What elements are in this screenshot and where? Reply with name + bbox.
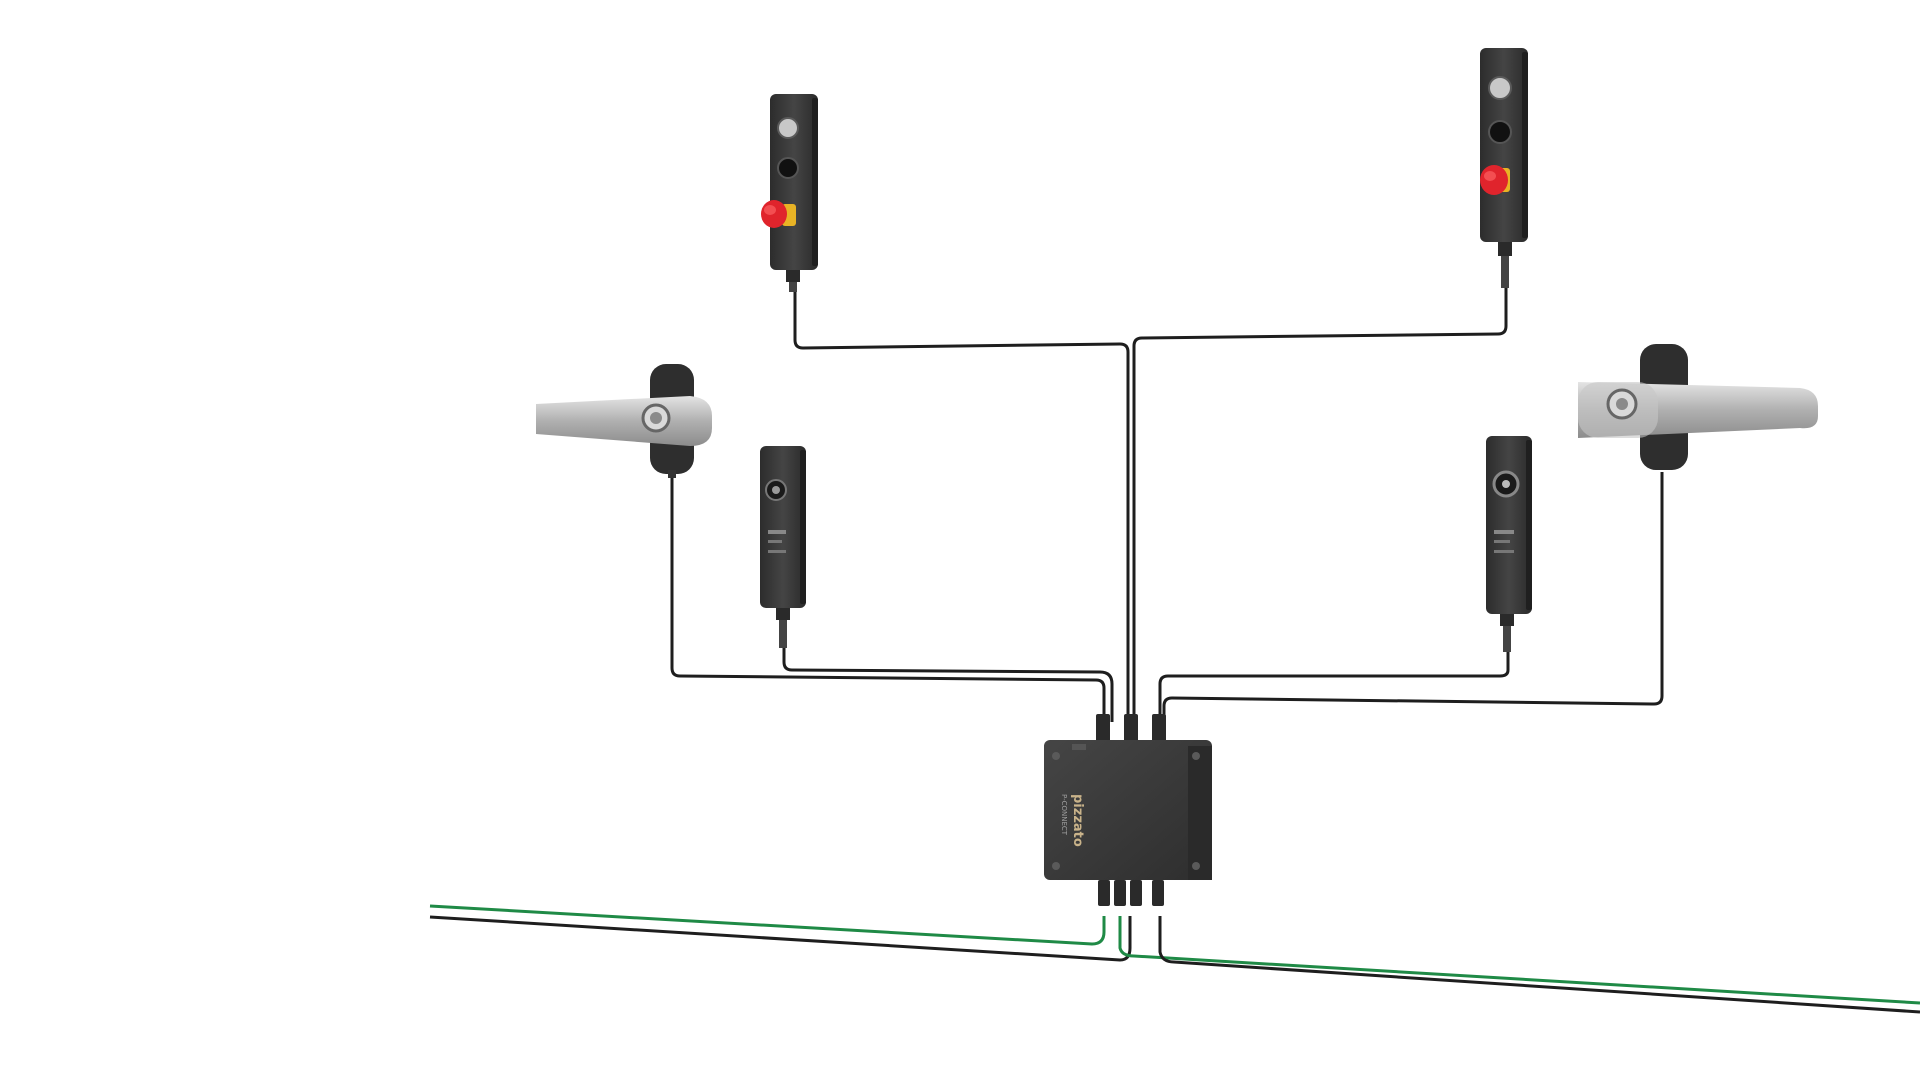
hub-top-connectors: [1096, 714, 1166, 742]
safety-sensor-right: [1486, 436, 1532, 652]
cable-estop-left: [793, 290, 1130, 722]
cable-sensor-left: [782, 648, 1114, 722]
emergency-stop-button-right: [1480, 165, 1510, 195]
device-cables: [670, 288, 1664, 722]
cable-estop-right: [1132, 288, 1508, 722]
fieldbus-cable-black-right: [1158, 916, 1920, 1014]
estop-box-left: emergency-stop-button-box-icon: [0, 0, 818, 292]
fieldbus-cable-green-left: [429, 904, 1106, 946]
emergency-stop-icon-label: emergency-stop-button-box-icon: [0, 0, 15, 1]
cable-handle-left: [670, 476, 1106, 722]
cable-sensor-right: [1158, 652, 1510, 722]
fieldbus-cable-green-right: [1118, 916, 1920, 1005]
cable-handle-right: [1162, 472, 1664, 722]
door-handle-right: [1578, 344, 1818, 470]
hub-model-label: P-CONNECT: [1060, 794, 1068, 836]
door-handle-left: [536, 364, 712, 478]
fieldbus-cable-black-left: [429, 915, 1132, 962]
p-connect-hub: pizzato P-CONNECT: [1044, 714, 1212, 906]
hub-brand-label: pizzato: [1070, 794, 1085, 847]
fieldbus-cables: [429, 904, 1920, 1014]
safety-sensor-left: [760, 446, 806, 648]
hub-bottom-connectors: [1098, 880, 1164, 906]
emergency-stop-button-left: [761, 200, 796, 228]
estop-box-right: [1480, 48, 1528, 288]
